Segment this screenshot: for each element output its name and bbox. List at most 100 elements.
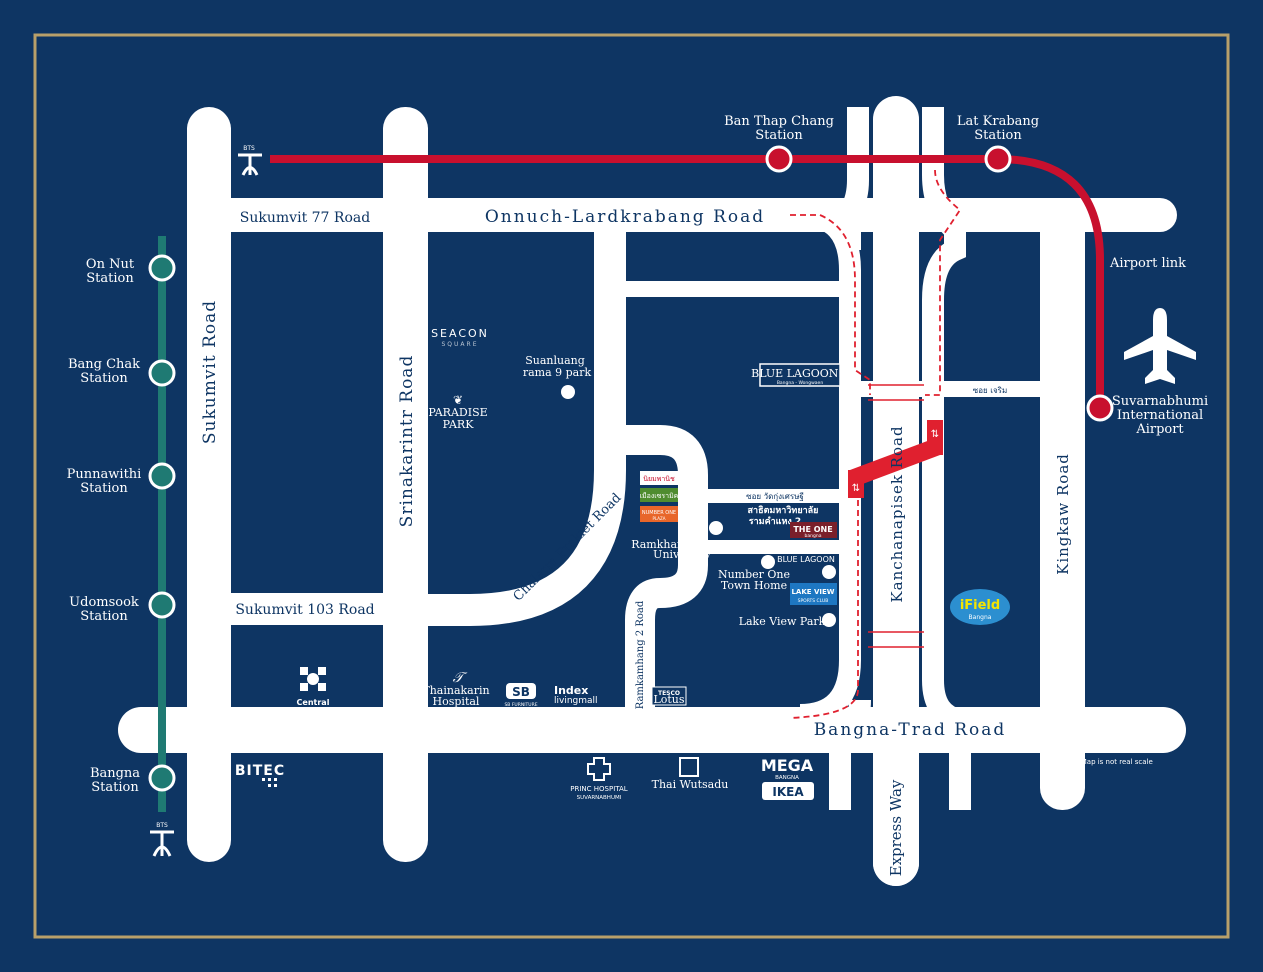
- label-sukumvit103: Sukumvit 103 Road: [235, 602, 374, 618]
- svg-text:SUVARNABHUMI: SUVARNABHUMI: [577, 795, 622, 801]
- svg-text:IKEA: IKEA: [772, 785, 804, 799]
- svg-text:Bangna - Wongwaen: Bangna - Wongwaen: [777, 380, 824, 386]
- station-bangna[interactable]: [148, 764, 176, 792]
- station-ban-thap-chang[interactable]: [765, 145, 793, 173]
- place-the-one[interactable]: THE ONE bangna: [790, 522, 837, 539]
- station-udomsook[interactable]: [148, 591, 176, 619]
- svg-text:TESCO: TESCO: [658, 690, 680, 697]
- station-lat-krabang[interactable]: [984, 145, 1012, 173]
- svg-text:BITEC: BITEC: [235, 763, 285, 779]
- label-lat-krabang-2: Station: [974, 128, 1022, 143]
- label-airport-link: Airport link: [1109, 256, 1186, 271]
- place-lake-view-club[interactable]: LAKE VIEW SPORTS CLUB: [790, 583, 837, 605]
- hospital-cross-icon: [587, 757, 611, 781]
- label-airport-1: Suvarnabhumi: [1112, 394, 1208, 409]
- station-punnawithi[interactable]: [148, 462, 176, 490]
- place-university-thai-2: รามคำแหง 2: [749, 516, 801, 527]
- airplane-icon: [1124, 308, 1196, 384]
- place-index: Index: [554, 684, 588, 697]
- place-thai-shop-2: เมืองเซรามิค: [640, 488, 679, 502]
- label-ban-thap-chang-1: Ban Thap Chang: [724, 114, 834, 129]
- map-note: *Map is not real scale: [1077, 758, 1153, 766]
- label-bangna-trad: Bangna-Trad Road: [814, 720, 1007, 740]
- station-bang-chak[interactable]: [148, 359, 176, 387]
- road-kingkaw: [1040, 198, 1085, 810]
- label-onnuch-road: Onnuch-Lardkrabang Road: [485, 207, 765, 227]
- svg-text:bangna: bangna: [805, 533, 822, 539]
- place-tesco: TESCO Lotus: [651, 686, 687, 706]
- label-express-way: Express Way: [887, 779, 905, 876]
- label-ban-thap-chang-2: Station: [755, 128, 803, 143]
- road-chalerm-prakiet: [425, 230, 626, 626]
- label-sukumvit-road: Sukumvit Road: [200, 300, 220, 444]
- marker-blue-lagoon[interactable]: [822, 565, 836, 579]
- svg-text:BLUE LAGOON 2: BLUE LAGOON 2: [751, 367, 849, 380]
- place-suanluang-2: rama 9 park: [523, 366, 592, 379]
- svg-text:SB FURNITURE: SB FURNITURE: [504, 702, 537, 708]
- svg-text:NUMBER ONE: NUMBER ONE: [642, 510, 676, 516]
- place-mega-bangna: MEGA BANGNA: [761, 756, 814, 781]
- road-express-way: [873, 740, 919, 886]
- label-ramkamhang2: Ramkamhang 2 Road: [635, 600, 646, 709]
- place-number-one-1: Number One: [718, 568, 790, 581]
- label-srinakarintr-road: Srinakarintr Road: [397, 355, 417, 528]
- place-seacon: SEACON: [431, 327, 489, 340]
- svg-text:เมืองเซรามิค: เมืองเซรามิค: [640, 492, 679, 500]
- svg-text:BTS: BTS: [156, 822, 168, 829]
- road-soi-wat: [700, 489, 852, 503]
- place-ifield[interactable]: iField Bangna: [950, 589, 1010, 625]
- place-index-sub: livingmall: [554, 696, 598, 706]
- svg-text:THE ONE: THE ONE: [793, 525, 832, 534]
- place-suanluang-1: Suanluang: [525, 354, 585, 367]
- svg-text:Thai Wutsadu: Thai Wutsadu: [652, 778, 729, 791]
- leaf-icon: ❦: [453, 393, 463, 407]
- place-thainakarin-1: Thainakarin: [422, 684, 489, 697]
- svg-text:SB: SB: [512, 685, 530, 699]
- place-ramkhamhaeng2-2: University: [653, 548, 711, 561]
- label-kanchanapisek: Kanchanapisek Road: [888, 425, 906, 602]
- road-ramkamhang2: [622, 425, 708, 715]
- svg-text:PRINC HOSPITAL: PRINC HOSPITAL: [570, 785, 628, 793]
- road-ramp-left: [824, 107, 869, 240]
- flyover: ⇅ ⇅: [848, 420, 943, 498]
- station-on-nut[interactable]: [148, 254, 176, 282]
- place-thai-shop-1: นิยมพานิช: [640, 471, 678, 485]
- marker-suanluang[interactable]: [561, 385, 575, 399]
- dashed-route: [789, 169, 962, 719]
- central-logo-icon: [300, 667, 326, 691]
- road-srinakarintr: [383, 107, 428, 862]
- svg-text:BANGNA: BANGNA: [775, 775, 799, 781]
- label-sukumvit77: Sukumvit 77 Road: [240, 210, 370, 226]
- place-central: Central: [297, 667, 330, 707]
- svg-text:⇅: ⇅: [852, 483, 860, 494]
- label-airport-3: Airport: [1135, 422, 1184, 437]
- marker-lake-view-park[interactable]: [822, 613, 836, 627]
- place-paradise-2: PARK: [443, 418, 475, 431]
- place-blue-lagoon2[interactable]: BLUE LAGOON 2 Bangna - Wongwaen: [751, 363, 849, 387]
- svg-text:LAKE VIEW: LAKE VIEW: [791, 588, 834, 596]
- label-lat-krabang-1: Lat Krabang: [957, 114, 1039, 129]
- place-paradise-1: PARADISE: [428, 406, 487, 419]
- svg-text:Lotus: Lotus: [653, 693, 684, 706]
- place-lake-view-park: Lake View Park: [739, 615, 826, 628]
- station-suvarnabhumi[interactable]: [1086, 394, 1114, 422]
- label-soi-jerm: ซอย เจริม: [973, 386, 1007, 395]
- road-kanchanapisek: [873, 96, 919, 886]
- road-inner-top: [622, 281, 852, 297]
- road-sukumvit103: [187, 593, 427, 625]
- marker-university[interactable]: [709, 521, 723, 535]
- label-kingkaw: Kingkaw Road: [1054, 453, 1072, 575]
- svg-text:PLAZA: PLAZA: [653, 516, 666, 521]
- bts-line: [148, 236, 176, 812]
- svg-text:iField: iField: [960, 598, 1000, 613]
- marker-number-one[interactable]: [761, 555, 775, 569]
- road-ramp-left-lower: [829, 699, 871, 810]
- map-frame: [33, 33, 1230, 939]
- bts-logo-bottom: BTS: [150, 822, 174, 857]
- svg-text:BTS: BTS: [243, 145, 255, 152]
